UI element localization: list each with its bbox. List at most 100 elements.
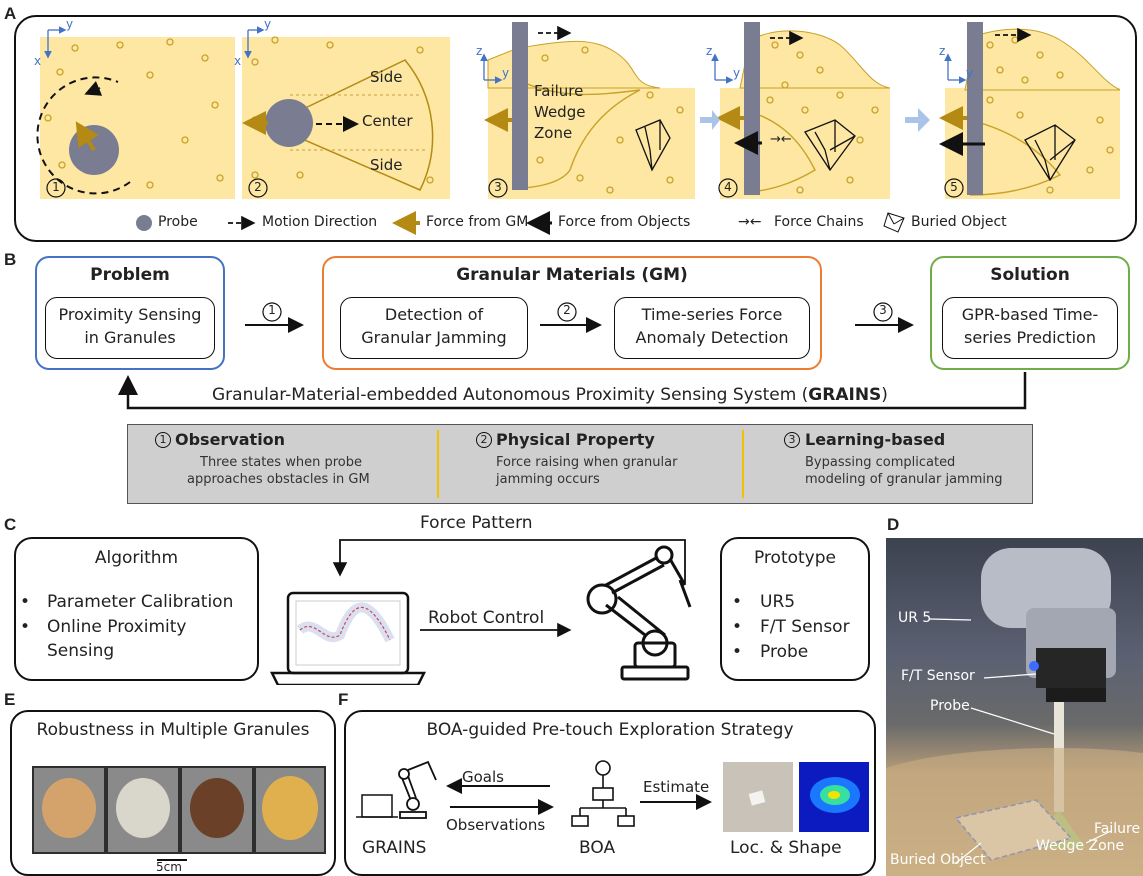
- algorithm-title: Algorithm: [94, 548, 179, 568]
- axis-z-3: z: [476, 44, 483, 58]
- solution-line-1: GPR-based Time-: [961, 305, 1099, 324]
- solution-box: [930, 256, 1130, 370]
- panel-label-f: F: [338, 690, 349, 709]
- legend-force-chains: Force Chains: [774, 214, 864, 230]
- grey-2-desc-1: Force raising when granular: [496, 455, 678, 470]
- fan-side-bottom: Side: [370, 156, 403, 174]
- prototype-bullet-1: •: [732, 592, 743, 612]
- algorithm-bullet-2: •: [20, 617, 31, 637]
- axis-y-4: y: [733, 66, 741, 80]
- panel-b-arrows: [118, 302, 1027, 410]
- panel-c-graphics: [269, 539, 692, 685]
- granule-pile-1: [42, 778, 96, 838]
- prototype-item-2: F/T Sensor: [760, 617, 850, 637]
- panel-e-title: Robustness in Multiple Granules: [36, 720, 310, 740]
- gm-box2-line-1: Time-series Force: [641, 305, 783, 324]
- algorithm-item-1: Parameter Calibration: [47, 592, 234, 612]
- panel-label-b: B: [4, 250, 17, 269]
- algorithm-bullet-1: •: [20, 592, 31, 612]
- legend-buried: Buried Object: [911, 214, 1007, 230]
- wedge-label-1: Failure: [534, 82, 584, 100]
- gm-title: Granular Materials (GM): [456, 265, 688, 285]
- system-caption-bold: GRAINS: [808, 385, 882, 405]
- photo-label-ur5: UR 5: [898, 610, 932, 626]
- algorithm-box: [14, 537, 259, 681]
- photo-label-wedge: Wedge Zone: [1036, 838, 1125, 854]
- system-caption: Granular-Material-embedded Autonomous Pr…: [212, 385, 888, 405]
- scale-label: 5cm: [156, 860, 182, 874]
- panel-f-title: BOA-guided Pre-touch Exploration Strateg…: [426, 720, 794, 740]
- problem-box: [35, 256, 225, 370]
- solution-inner-box: [942, 297, 1118, 359]
- b-arrow-num-2: 2: [563, 303, 571, 317]
- granule-pile-2: [116, 778, 170, 838]
- label-boa: BOA: [579, 838, 616, 858]
- legend-force-chains-symbol: →←: [738, 214, 762, 230]
- granule-sample-4: [256, 768, 324, 852]
- panel-label-a: A: [4, 4, 17, 23]
- axis-x-2: x: [234, 54, 242, 68]
- prototype-bullet-3: •: [732, 642, 743, 662]
- legend-motion: Motion Direction: [262, 214, 378, 230]
- axis-z-5: z: [939, 44, 946, 58]
- prototype-title: Prototype: [753, 548, 836, 568]
- granule-pile-3: [190, 778, 244, 838]
- label-estimate: Estimate: [643, 778, 710, 796]
- label-grains: GRAINS: [362, 838, 427, 858]
- robot-photo-drawing: [886, 548, 1143, 876]
- algorithm-item-2: Online Proximity: [47, 617, 187, 637]
- step-3: 3: [494, 180, 502, 194]
- grey-divider-1: [437, 430, 439, 498]
- step-5: 5: [950, 180, 958, 194]
- granule-pile-4: [262, 776, 318, 840]
- legend-probe: Probe: [158, 214, 198, 230]
- fan-center: Center: [362, 112, 413, 130]
- b-arrow-num-3: 3: [879, 303, 887, 317]
- force-pattern-label: Force Pattern: [420, 513, 533, 533]
- gm-box: [322, 256, 822, 370]
- problem-line-2: in Granules: [84, 328, 176, 347]
- legend-force-objects: Force from Objects: [558, 214, 691, 230]
- problem-inner-box: [45, 297, 215, 359]
- axis-x-1: x: [34, 54, 42, 68]
- panel-a-frame: [14, 15, 1137, 242]
- problem-title: Problem: [90, 265, 170, 285]
- panel-label-e: E: [4, 690, 16, 709]
- label-goals: Goals: [462, 768, 504, 786]
- axis-y-3: y: [502, 66, 510, 80]
- prototype-item-1: UR5: [760, 592, 796, 612]
- fan-side-top: Side: [370, 68, 403, 86]
- grey-3-desc-1: Bypassing complicated: [805, 455, 956, 470]
- gm-box1-line-2: Granular Jamming: [361, 328, 507, 347]
- axis-y-2: y: [264, 17, 272, 31]
- scale-bar: [157, 859, 187, 861]
- grey-3-title: Learning-based: [805, 430, 946, 449]
- gm-inner-box-2: [614, 297, 810, 359]
- prototype-bullet-2: •: [732, 617, 743, 637]
- panel-label-c: C: [4, 515, 17, 534]
- gm-box2-line-2: Anomaly Detection: [635, 328, 789, 347]
- robot-control-label: Robot Control: [428, 608, 545, 628]
- grey-divider-2: [742, 430, 744, 498]
- granule-sample-1: [34, 768, 104, 852]
- panel-label-d: D: [887, 515, 900, 534]
- prototype-box: [720, 537, 870, 681]
- grey-3-num: 3: [784, 432, 800, 448]
- force-chain-mark: →←: [770, 132, 792, 147]
- grey-1-num: 1: [155, 432, 171, 448]
- wedge-label-2: Wedge: [534, 103, 586, 121]
- prototype-item-3: Probe: [760, 642, 809, 662]
- step-2: 2: [254, 180, 262, 194]
- axis-y-1: y: [66, 17, 74, 31]
- grey-1-desc-1: Three states when probe: [200, 455, 362, 470]
- granule-sample-3: [182, 768, 252, 852]
- solution-title: Solution: [990, 265, 1070, 285]
- gm-box1-line-1: Detection of: [384, 305, 484, 324]
- grey-summary-box: [127, 424, 1033, 504]
- axis-z-4: z: [706, 44, 713, 58]
- problem-line-1: Proximity Sensing: [58, 305, 202, 324]
- panel-f-frame: [344, 710, 876, 876]
- solution-line-2: series Prediction: [964, 328, 1096, 347]
- wedge-label-3: Zone: [534, 124, 573, 142]
- grey-2-title: Physical Property: [496, 430, 655, 449]
